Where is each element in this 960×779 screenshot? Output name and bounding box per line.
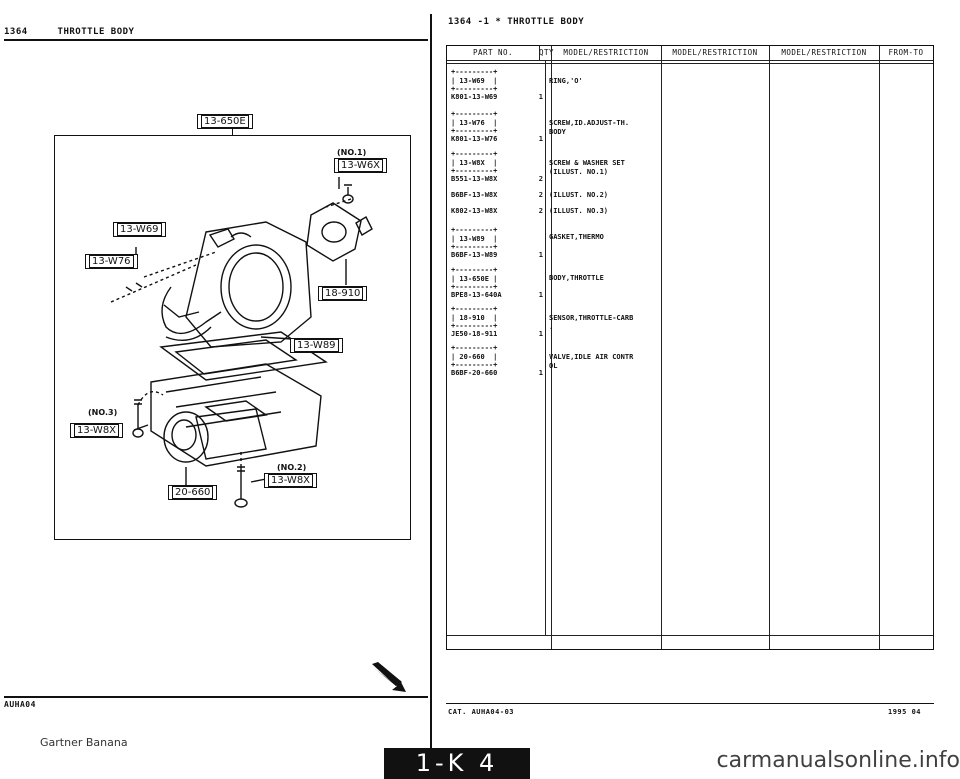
table-row-part-no[interactable]: K801-13-W76	[451, 135, 498, 143]
header-model-3: MODEL/RESTRICTION	[781, 48, 867, 57]
callout-13-w8x-no2[interactable]: 13-W8X	[264, 473, 318, 488]
header-part-no: PART NO.	[472, 48, 514, 57]
table-row-box: +---------+ | 13-W76 | +---------+	[451, 110, 498, 135]
col-line	[879, 46, 880, 649]
callout-13-w8x-no3[interactable]: 13-W8X	[70, 423, 124, 438]
table-row-qty: 1	[538, 369, 543, 377]
right-page-number: 1364	[448, 17, 472, 27]
gartner-label: Gartner Banana	[40, 736, 128, 749]
fwd-arrow-icon	[372, 662, 406, 692]
table-row-part-no[interactable]: B6BF-20-660	[451, 369, 498, 377]
table-row-box: +---------+ | 20-660 | +---------+	[451, 344, 498, 369]
table-row-qty: 1	[538, 93, 543, 101]
left-footer-rule	[4, 696, 428, 698]
throttle-body-drawing	[110, 177, 373, 508]
table-row-description: SCREW & WASHER SET (ILLUST. NO.1)	[549, 159, 625, 176]
table-row-part-no[interactable]: B551-13-W8X	[451, 175, 498, 183]
table-row-box: +---------+ | 18-910 | +---------+	[451, 305, 498, 330]
callout-20-660[interactable]: 20-660	[168, 485, 218, 500]
table-row-qty: 1	[538, 251, 543, 259]
callout-13-w89[interactable]: 13-W89	[290, 338, 343, 353]
table-row-part-no[interactable]: BPE8-13-640A	[451, 291, 502, 299]
table-bottom-rule	[447, 635, 933, 636]
callout-13-w6x[interactable]: 13-W6X	[334, 158, 388, 173]
header-model-1: MODEL/RESTRICTION	[563, 48, 649, 57]
header-qty: QTY	[539, 48, 555, 57]
col-line	[545, 60, 546, 635]
col-line	[551, 46, 552, 649]
table-row-description: GASKET,THERMO	[549, 233, 604, 241]
table-row-part-no[interactable]: B6BF-13-W8X	[451, 191, 498, 199]
table-row-qty: 2	[538, 191, 543, 199]
left-page-number: 1364	[4, 27, 28, 37]
col-line	[661, 46, 662, 649]
table-row-description: (ILLUST. NO.2)	[549, 191, 609, 199]
watermark-text: carmanualsonline.info	[716, 748, 960, 773]
left-header-rule	[4, 39, 428, 41]
table-row-description: SCREW,ID.ADJUST-TH. BODY	[549, 119, 630, 136]
table-row-box: +---------+ | 13-W89 | +---------+	[451, 226, 498, 251]
left-footer-code: AUHA04	[4, 700, 36, 709]
table-row-part-no[interactable]: B6BF-13-W89	[451, 251, 498, 259]
table-row-description: VALVE,IDLE AIR CONTR OL	[549, 353, 634, 370]
label-no3: (NO.3)	[88, 408, 118, 417]
label-no1: (NO.1)	[337, 148, 367, 157]
col-line	[769, 46, 770, 649]
left-header: 1364 THROTTLE BODY	[4, 27, 134, 37]
table-row-description: BODY,THROTTLE	[549, 274, 604, 282]
table-row-description: (ILLUST. NO.3)	[549, 207, 609, 215]
right-page-marker: -1 *	[477, 17, 502, 27]
callout-13-650e[interactable]: 13-650E	[197, 114, 253, 129]
col-line	[539, 46, 540, 60]
throttle-body-shape	[185, 221, 312, 348]
throttle-sensor-shape	[306, 202, 362, 262]
page-number-bar: 1-K 4	[384, 748, 530, 779]
header-model-2: MODEL/RESTRICTION	[672, 48, 758, 57]
callout-18-910[interactable]: 18-910	[318, 286, 368, 301]
table-row-description: SENSOR,THROTTLE-CARB .	[549, 314, 634, 331]
table-row-part-no[interactable]: JE50-18-911	[451, 330, 498, 338]
table-row-qty: 1	[538, 330, 543, 338]
header-from-to: FROM-TO	[888, 48, 924, 57]
label-no2: (NO.2)	[277, 463, 307, 472]
table-row-box: +---------+ | 13-650E | +---------+	[451, 266, 498, 291]
right-header: 1364 -1 * THROTTLE BODY	[448, 17, 584, 27]
header-rule-2	[447, 63, 933, 64]
table-row-box: +---------+ | 13-W8X | +---------+	[451, 150, 498, 175]
header-rule	[447, 60, 933, 61]
table-row-qty: 1	[538, 135, 543, 143]
leader-line	[232, 128, 233, 136]
table-row-part-no[interactable]: K802-13-W8X	[451, 207, 498, 215]
table-row-qty: 1	[538, 291, 543, 299]
page-divider	[430, 14, 432, 749]
gasket-shape	[159, 331, 328, 381]
right-footer-rule	[446, 703, 934, 704]
left-page-title: THROTTLE BODY	[57, 27, 135, 37]
callout-13-w69[interactable]: 13-W69	[113, 222, 166, 237]
catalog-number: CAT. AUHA04-03	[448, 708, 515, 716]
table-row-description: RING,'O'	[549, 77, 583, 85]
table-row-qty: 2	[538, 175, 543, 183]
table-row-part-no[interactable]: K801-13-W69	[451, 93, 498, 101]
table-row-box: +---------+ | 13-W69 | +---------+	[451, 68, 498, 93]
parts-table: PART NO. QTY MODEL/RESTRICTION MODEL/RES…	[446, 45, 934, 650]
right-page-title: THROTTLE BODY	[507, 17, 585, 27]
callout-13-w76[interactable]: 13-W76	[85, 254, 138, 269]
lower-body-shape	[150, 363, 322, 467]
catalog-date: 1995 04	[888, 708, 922, 716]
table-row-qty: 2	[538, 207, 543, 215]
